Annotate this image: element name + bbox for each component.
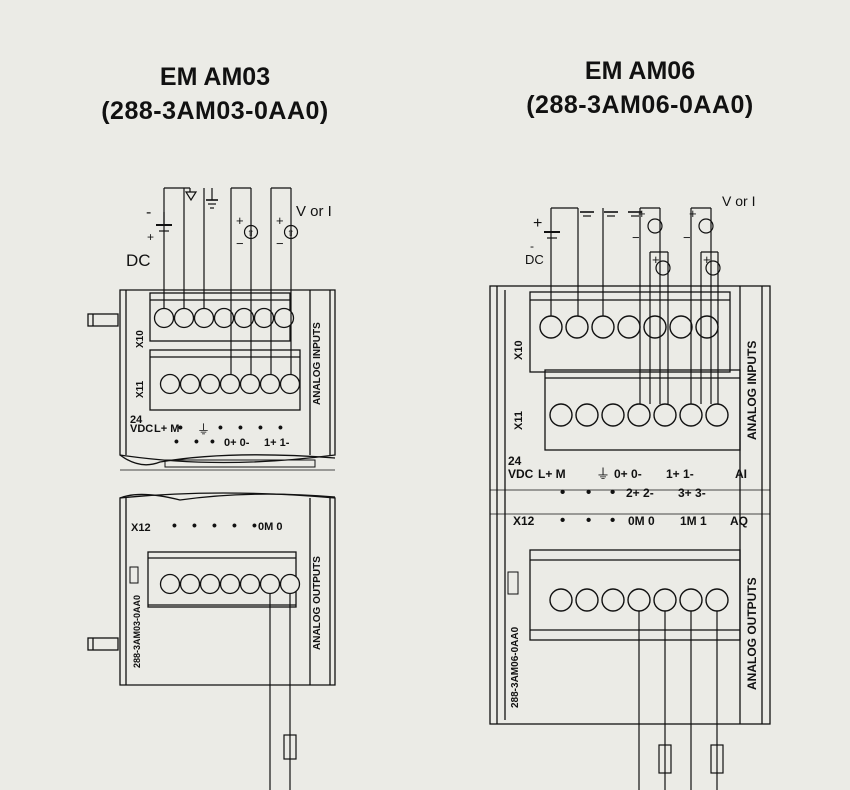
svg-text:•: • [238, 419, 243, 435]
right-module-title: EM AM06 (288-3AM06-0AA0) [495, 54, 785, 122]
right-24-label: 24 [508, 454, 522, 468]
svg-text:+: + [652, 252, 660, 267]
left-ch0-label: 0+ 0- [224, 437, 250, 449]
right-analog-inputs-label: ANALOG INPUTS [745, 341, 759, 440]
left-x10-terminals [153, 307, 295, 329]
svg-text:−: − [276, 236, 284, 251]
right-dc-label: DC [525, 252, 544, 267]
left-labels: - + DC V or I + + − − ⇧ ⇧ X10 X11 24 VDC L+… [126, 203, 332, 668]
right-module-part-number: (288-3AM06-0AA0) [526, 91, 754, 119]
right-out1-label: 1M 1 [680, 514, 707, 528]
right-polarity-minus: - [530, 239, 534, 253]
right-ground-symbol: ⏚ [596, 466, 610, 482]
svg-text:•: • [560, 512, 565, 529]
left-ch1-label: 1+ 1- [264, 437, 290, 449]
left-analog-inputs-label: ANALOG INPUTS [312, 322, 323, 405]
right-x12-terminals [549, 588, 729, 612]
svg-text:•: • [212, 517, 217, 533]
left-x12-terminals [159, 573, 301, 595]
left-x11-connector [149, 349, 301, 411]
left-module [87, 187, 336, 790]
right-polarity-plus: + [533, 215, 542, 232]
left-module-part-number: (288-3AM03-0AA0) [101, 97, 329, 125]
svg-text:•: • [210, 433, 215, 449]
right-ch0-label: 0+ 0- [614, 467, 642, 481]
svg-text:•: • [172, 517, 177, 533]
left-ground-symbol: ⏚ [197, 422, 210, 437]
left-din-clip-bottom [87, 637, 119, 651]
right-lplus-m: L+ M [538, 467, 566, 481]
right-x11-label: X11 [513, 411, 525, 430]
left-signal-label: V or I [296, 203, 332, 220]
svg-text:•: • [586, 484, 591, 501]
left-x11-terminals [159, 373, 301, 395]
right-aq-label: AQ [730, 514, 748, 528]
right-x11-terminals [549, 403, 729, 427]
svg-text:+: + [276, 213, 284, 228]
left-output-channel: 0M 0 [258, 521, 282, 533]
left-dc-label: DC [126, 251, 151, 270]
right-vdc-label: VDC [508, 467, 534, 481]
right-signal-label: V or I [722, 193, 755, 209]
svg-text:•: • [278, 419, 283, 435]
right-body [489, 285, 771, 725]
left-x11-label: X11 [135, 380, 146, 398]
right-labels: + - DC V or I + + − − + + X10 X11 24 VDC L+… [508, 193, 759, 708]
right-out0-label: 0M 0 [628, 514, 655, 528]
left-module-title: EM AM03 (288-3AM03-0AA0) [70, 60, 360, 128]
left-polarity-minus: - [146, 204, 151, 221]
svg-text:⇧: ⇧ [247, 228, 255, 238]
svg-text:•: • [610, 484, 615, 501]
right-ch2-label: 2+ 2- [626, 486, 654, 500]
svg-text:•: • [194, 433, 199, 449]
right-ch1-label: 1+ 1- [666, 467, 694, 481]
right-output-loads [638, 611, 724, 790]
svg-text:⇧: ⇧ [287, 228, 295, 238]
svg-text:+: + [638, 206, 646, 221]
svg-text:−: − [632, 230, 640, 245]
svg-text:+: + [236, 213, 244, 228]
left-module-name: EM AM03 [159, 63, 271, 91]
svg-text:•: • [218, 419, 223, 435]
svg-text:•: • [258, 419, 263, 435]
right-ch3-label: 3+ 3- [678, 486, 706, 500]
svg-text:+: + [703, 252, 711, 267]
right-module-name: EM AM06 [584, 57, 696, 85]
right-analog-outputs-label: ANALOG OUTPUTS [745, 577, 759, 690]
left-upper-body [119, 289, 336, 464]
right-x11-connector [544, 369, 741, 451]
right-x10-connector [529, 291, 731, 373]
svg-text:−: − [236, 236, 244, 251]
svg-text:•: • [560, 484, 565, 501]
left-polarity-plus: + [147, 230, 154, 244]
left-lplus-m: L+ M [154, 423, 179, 435]
left-analog-outputs-label: ANALOG OUTPUTS [312, 556, 323, 650]
svg-text:−: − [683, 230, 691, 245]
right-x12-connector [529, 549, 741, 641]
svg-text:•: • [610, 512, 615, 529]
svg-text:•: • [252, 517, 257, 533]
left-side-part-number: 288-3AM03-0AA0 [132, 595, 142, 668]
right-input-wires [544, 207, 721, 404]
svg-text:+: + [689, 206, 697, 221]
right-x12-label: X12 [513, 514, 535, 528]
right-module [489, 207, 771, 790]
left-input-wires [156, 187, 299, 375]
svg-text:•: • [586, 512, 591, 529]
left-output-load [269, 594, 297, 790]
left-vdc-label: VDC [130, 423, 153, 435]
left-din-clip-top [87, 313, 119, 327]
right-ai-label: AI [735, 467, 747, 481]
svg-text:•: • [178, 419, 183, 435]
svg-text:•: • [232, 517, 237, 533]
left-x12-label: X12 [131, 522, 151, 534]
left-24-label: 24 [130, 414, 143, 426]
svg-text:•: • [192, 517, 197, 533]
right-side-part-number: 288-3AM06-0AA0 [510, 626, 521, 708]
svg-text:•: • [174, 433, 179, 449]
right-x10-label: X10 [513, 340, 525, 360]
left-x10-label: X10 [135, 330, 146, 348]
